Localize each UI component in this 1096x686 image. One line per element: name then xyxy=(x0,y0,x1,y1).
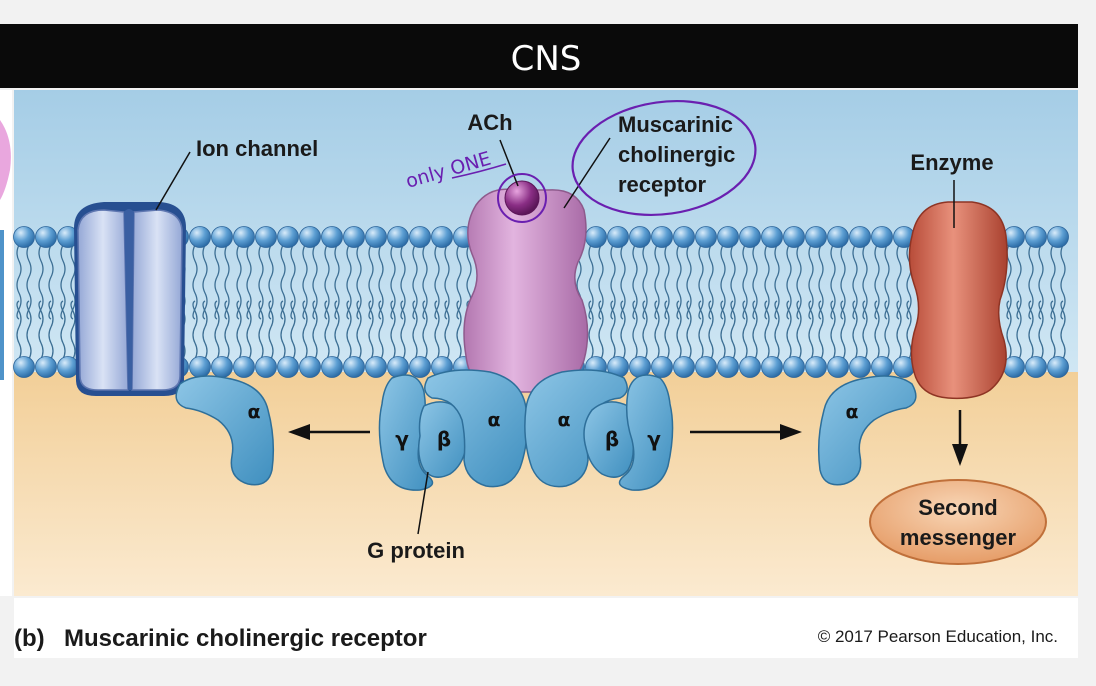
caption-area xyxy=(14,598,1078,658)
g-protein-right-alpha xyxy=(817,375,917,486)
muscarinic-receptor xyxy=(463,188,589,393)
muscarinic-label-line3: receptor xyxy=(618,172,706,197)
second-messenger: Second messenger xyxy=(869,479,1047,565)
ion-channel-label: Ion channel xyxy=(196,136,318,161)
leader-ach xyxy=(499,139,519,187)
g-protein-alpha-center-right xyxy=(524,369,628,488)
gamma-label-left: γ xyxy=(395,427,409,451)
g-protein-label: G protein xyxy=(367,538,465,563)
enzyme-label: Enzyme xyxy=(910,150,993,175)
second-messenger-line2: messenger xyxy=(900,525,1017,550)
ach-label: ACh xyxy=(467,110,512,135)
muscarinic-label-line1: Muscarinic xyxy=(618,112,733,137)
g-protein-gamma-right xyxy=(618,374,674,491)
g-protein-gamma-left xyxy=(378,374,434,491)
alpha-label-left: α xyxy=(247,401,260,423)
alpha-label-right: α xyxy=(845,401,858,423)
prev-panel-fragment xyxy=(0,120,11,200)
g-protein-alpha-center-left xyxy=(424,369,528,488)
gamma-label-right: γ xyxy=(647,427,661,451)
arrow-to-second-messenger xyxy=(952,410,968,466)
alpha-label-center-left: α xyxy=(487,409,500,431)
caption-panel-letter: (b) xyxy=(14,625,45,652)
muscarinic-label-line2: cholinergic xyxy=(618,142,735,167)
beta-label-right: β xyxy=(605,427,619,451)
prev-panel-membrane-edge xyxy=(0,230,4,380)
second-messenger-line1: Second xyxy=(918,495,997,520)
leader-g-protein xyxy=(417,471,429,535)
alpha-label-center-right: α xyxy=(557,409,570,431)
g-protein-left-alpha xyxy=(175,375,275,486)
enzyme xyxy=(908,201,1008,400)
leader-receptor xyxy=(563,137,611,209)
arrow-to-ion-channel xyxy=(288,424,370,440)
arrow-to-enzyme xyxy=(690,424,802,440)
prev-panel-header-edge xyxy=(0,24,14,88)
ach-molecule xyxy=(504,180,540,216)
header-title: CNS xyxy=(511,39,582,79)
leader-ion-channel xyxy=(155,151,191,211)
caption-title: Muscarinic cholinergic receptor xyxy=(64,625,427,652)
ion-channel xyxy=(74,202,186,396)
header-bar xyxy=(14,24,1078,88)
prev-panel-edge xyxy=(0,90,12,596)
beta-label-left: β xyxy=(437,427,451,451)
copyright: © 2017 Pearson Education, Inc. xyxy=(818,627,1058,646)
